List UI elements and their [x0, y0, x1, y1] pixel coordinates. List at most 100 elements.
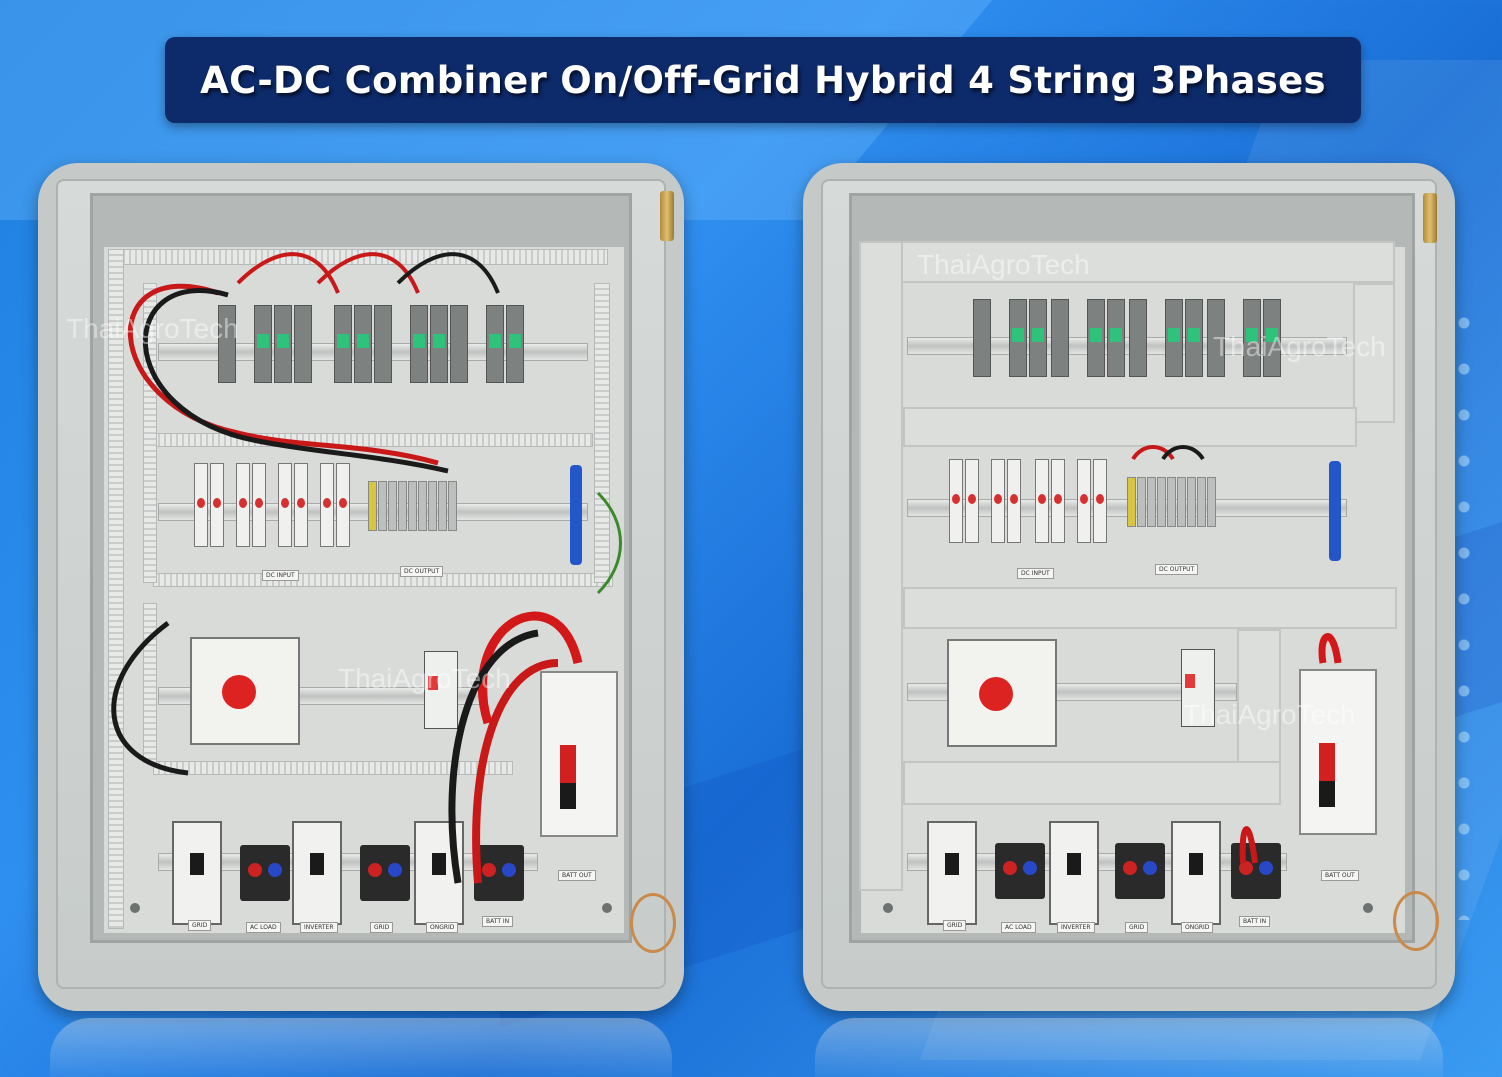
- terminal-block: [418, 481, 427, 531]
- watermark-text: ThaiAgroTech: [338, 663, 511, 694]
- rcbo-breaker: [292, 821, 342, 925]
- title-banner: AC-DC Combiner On/Off-Grid Hybrid 4 Stri…: [165, 37, 1361, 123]
- label-dc-input: DC INPUT: [262, 570, 299, 581]
- dc-fuse: [236, 463, 250, 547]
- mccb-handle: [1319, 781, 1335, 807]
- dc-breaker: [973, 299, 991, 377]
- terminal-block: [1197, 477, 1206, 527]
- terminal-block: [408, 481, 417, 531]
- dc-breaker: [486, 305, 504, 383]
- wire-duct: [108, 249, 124, 929]
- label-batt-in: BATT IN: [1239, 916, 1271, 927]
- terminal-block: [1187, 477, 1196, 527]
- cabinet-photo-covered: DC INPUT DC OUTPUT GRID AC LOAD INVERTER…: [803, 163, 1455, 1011]
- terminal-block: [1147, 477, 1156, 527]
- mccb-handle: [560, 783, 576, 809]
- terminal-block: [1157, 477, 1166, 527]
- ground-wire-coil: [630, 893, 676, 953]
- dc-breaker: [1107, 299, 1125, 377]
- terminal-block: [448, 481, 457, 531]
- duct-cover: [1353, 283, 1395, 423]
- dc-breaker: [1165, 299, 1183, 377]
- dc-breaker: [1051, 299, 1069, 377]
- ground-wire-coil: [1393, 891, 1439, 951]
- photo-reflection: [50, 1018, 672, 1077]
- dc-fuse: [949, 459, 963, 543]
- dc-breaker: [1009, 299, 1027, 377]
- screw: [130, 903, 140, 913]
- terminal-block: [1137, 477, 1146, 527]
- photo-reflection: [815, 1018, 1443, 1077]
- watermark-text: ThaiAgroTech: [66, 313, 239, 344]
- rcbo-breaker: [1171, 821, 1221, 925]
- ac-terminal: [1115, 843, 1165, 899]
- label-grid: GRID: [943, 920, 967, 931]
- wire-duct: [594, 283, 610, 583]
- terminal-block: [378, 481, 387, 531]
- dc-fuse: [1093, 459, 1107, 543]
- watermark-text: ThaiAgroTech: [1213, 331, 1386, 362]
- terminal-block: [438, 481, 447, 531]
- terminal-block: [428, 481, 437, 531]
- terminal-block: [1207, 477, 1216, 527]
- label-dc-output: DC OUTPUT: [400, 566, 444, 577]
- ground-busbar: [1329, 461, 1341, 561]
- terminal-block: [388, 481, 397, 531]
- label-ac-load: AC LOAD: [1001, 922, 1036, 933]
- duct-cover: [903, 587, 1397, 629]
- dc-mccb: [540, 671, 618, 837]
- label-grid-2: GRID: [370, 922, 394, 933]
- dc-fuse: [1035, 459, 1049, 543]
- dc-fuse: [320, 463, 334, 547]
- dc-fuse: [210, 463, 224, 547]
- dc-fuse: [991, 459, 1005, 543]
- label-grid: GRID: [188, 920, 212, 931]
- duct-cover: [859, 241, 1395, 283]
- rcbo-breaker: [172, 821, 222, 925]
- ac-terminal: [240, 845, 290, 901]
- ac-terminal: [360, 845, 410, 901]
- label-inverter: INVERTER: [300, 922, 338, 933]
- screw: [883, 903, 893, 913]
- dc-breaker: [1207, 299, 1225, 377]
- screw: [1363, 903, 1373, 913]
- mccb-toggle: [560, 745, 576, 783]
- dc-fuse: [194, 463, 208, 547]
- terminal-block: [1167, 477, 1176, 527]
- dc-breaker: [1129, 299, 1147, 377]
- ac-surge-protector: [424, 651, 458, 729]
- dc-breaker: [1029, 299, 1047, 377]
- dc-fuse: [965, 459, 979, 543]
- dc-fuse: [1051, 459, 1065, 543]
- watermark-text: ThaiAgroTech: [1183, 699, 1356, 730]
- wiring: [111, 252, 622, 884]
- transfer-switch: [190, 637, 300, 745]
- ac-terminal: [995, 843, 1045, 899]
- ground-busbar: [570, 465, 582, 565]
- hinge-icon: [1423, 193, 1437, 243]
- cabinet-photo-open: DC INPUT DC OUTPUT GRID AC LOAD INVERTER…: [38, 163, 684, 1011]
- hinge-icon: [660, 191, 674, 241]
- rcbo-breaker: [1049, 821, 1099, 925]
- label-ongrid: ONGRID: [426, 922, 459, 933]
- terminal-block: [398, 481, 407, 531]
- dc-breaker: [430, 305, 448, 383]
- dc-fuse: [1077, 459, 1091, 543]
- terminal-block: [1177, 477, 1186, 527]
- screw: [602, 903, 612, 913]
- dc-fuse: [252, 463, 266, 547]
- wiring: [1131, 445, 1342, 864]
- terminal-block: [1127, 477, 1136, 527]
- dc-breaker: [450, 305, 468, 383]
- selector-dial-icon: [979, 677, 1013, 711]
- label-ac-load: AC LOAD: [246, 922, 281, 933]
- dc-breaker: [374, 305, 392, 383]
- terminal-block: [368, 481, 377, 531]
- dc-breaker: [1087, 299, 1105, 377]
- dc-breaker: [294, 305, 312, 383]
- duct-cover: [903, 761, 1281, 805]
- label-dc-output: DC OUTPUT: [1155, 564, 1199, 575]
- dc-fuse: [278, 463, 292, 547]
- dc-breaker: [254, 305, 272, 383]
- label-dc-input: DC INPUT: [1017, 568, 1054, 579]
